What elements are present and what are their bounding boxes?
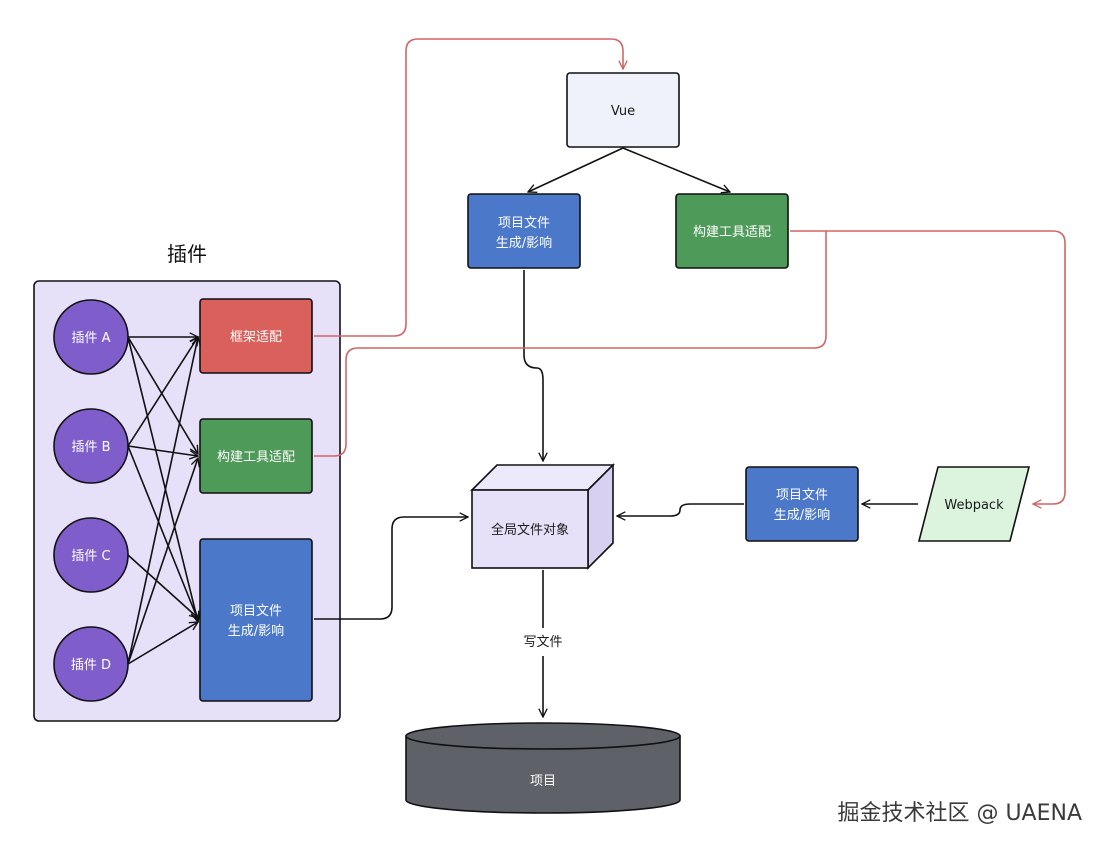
edge-group-build-to-vue-build [314, 231, 827, 457]
vue-project-file-gen-label-2: 生成/影响 [496, 235, 552, 251]
global-file-object-cube[interactable]: 全局文件对象 [470, 463, 615, 570]
edge-d-gen [127, 622, 198, 665]
edge-a-gen [127, 336, 198, 622]
edge-vue-gen [528, 147, 624, 192]
vue-project-file-gen-box[interactable]: 项目文件 生成/影响 [467, 193, 581, 269]
plugin-c-node[interactable]: 插件 C [53, 517, 129, 593]
edge-vue-build-to-webpack [790, 230, 1066, 504]
edge-vue-build [622, 147, 730, 192]
watermark-text: 掘金技术社区 @ UAENA [837, 801, 1082, 826]
plugin-a-node[interactable]: 插件 A [53, 299, 129, 375]
edge-a-build [127, 336, 198, 454]
group-build-tool-adapter-box[interactable]: 构建工具适配 [199, 418, 313, 494]
write-file-label: 写文件 [523, 635, 562, 650]
edge-c-gen [127, 554, 198, 618]
vue-build-tool-adapter-label: 构建工具适配 [693, 225, 771, 240]
global-file-object-label: 全局文件对象 [491, 522, 569, 538]
edge-b-gen [127, 445, 198, 620]
vue-project-file-gen-label-1: 项目文件 [498, 216, 550, 231]
plugin-c-label: 插件 C [71, 549, 110, 564]
vue-box[interactable]: Vue [566, 72, 680, 148]
group-build-tool-adapter-label: 构建工具适配 [217, 450, 295, 465]
vue-label: Vue [611, 104, 635, 119]
plugin-d-node[interactable]: 插件 D [53, 626, 129, 702]
edge-webpack-gen-to-cube [617, 503, 744, 516]
webpack-project-file-gen-box[interactable]: 项目文件 生成/影响 [745, 466, 859, 542]
plugin-group-title: 插件 [167, 242, 207, 266]
plugin-b-node[interactable]: 插件 B [53, 408, 129, 484]
edge-b-build [127, 445, 198, 456]
group-project-file-gen-label-1: 项目文件 [230, 604, 282, 619]
edge-b-framework [127, 337, 198, 447]
project-database-label: 项目 [530, 774, 556, 789]
group-project-file-gen-box[interactable]: 项目文件 生成/影响 [199, 538, 313, 702]
framework-adapter-box[interactable]: 框架适配 [199, 298, 313, 374]
webpack-project-file-gen-label-1: 项目文件 [776, 488, 828, 503]
framework-adapter-label: 框架适配 [230, 330, 282, 345]
edge-d-build [127, 458, 198, 665]
edge-framework-adapter-to-vue [314, 38, 623, 337]
plugin-d-label: 插件 D [71, 658, 111, 673]
edge-group-gen-to-cube [314, 517, 468, 620]
plugin-b-label: 插件 B [71, 440, 110, 455]
edge-d-framework [127, 337, 198, 665]
vue-build-tool-adapter-box[interactable]: 构建工具适配 [675, 193, 789, 269]
webpack-label: Webpack [944, 498, 1004, 513]
edge-vue-gen-to-cube [523, 270, 543, 461]
webpack-node[interactable]: Webpack [917, 466, 1031, 542]
group-project-file-gen-label-2: 生成/影响 [228, 623, 284, 639]
webpack-project-file-gen-label-2: 生成/影响 [774, 507, 830, 523]
project-database[interactable]: 项目 [405, 722, 681, 814]
plugin-edges [127, 336, 198, 665]
plugin-a-label: 插件 A [71, 331, 110, 346]
